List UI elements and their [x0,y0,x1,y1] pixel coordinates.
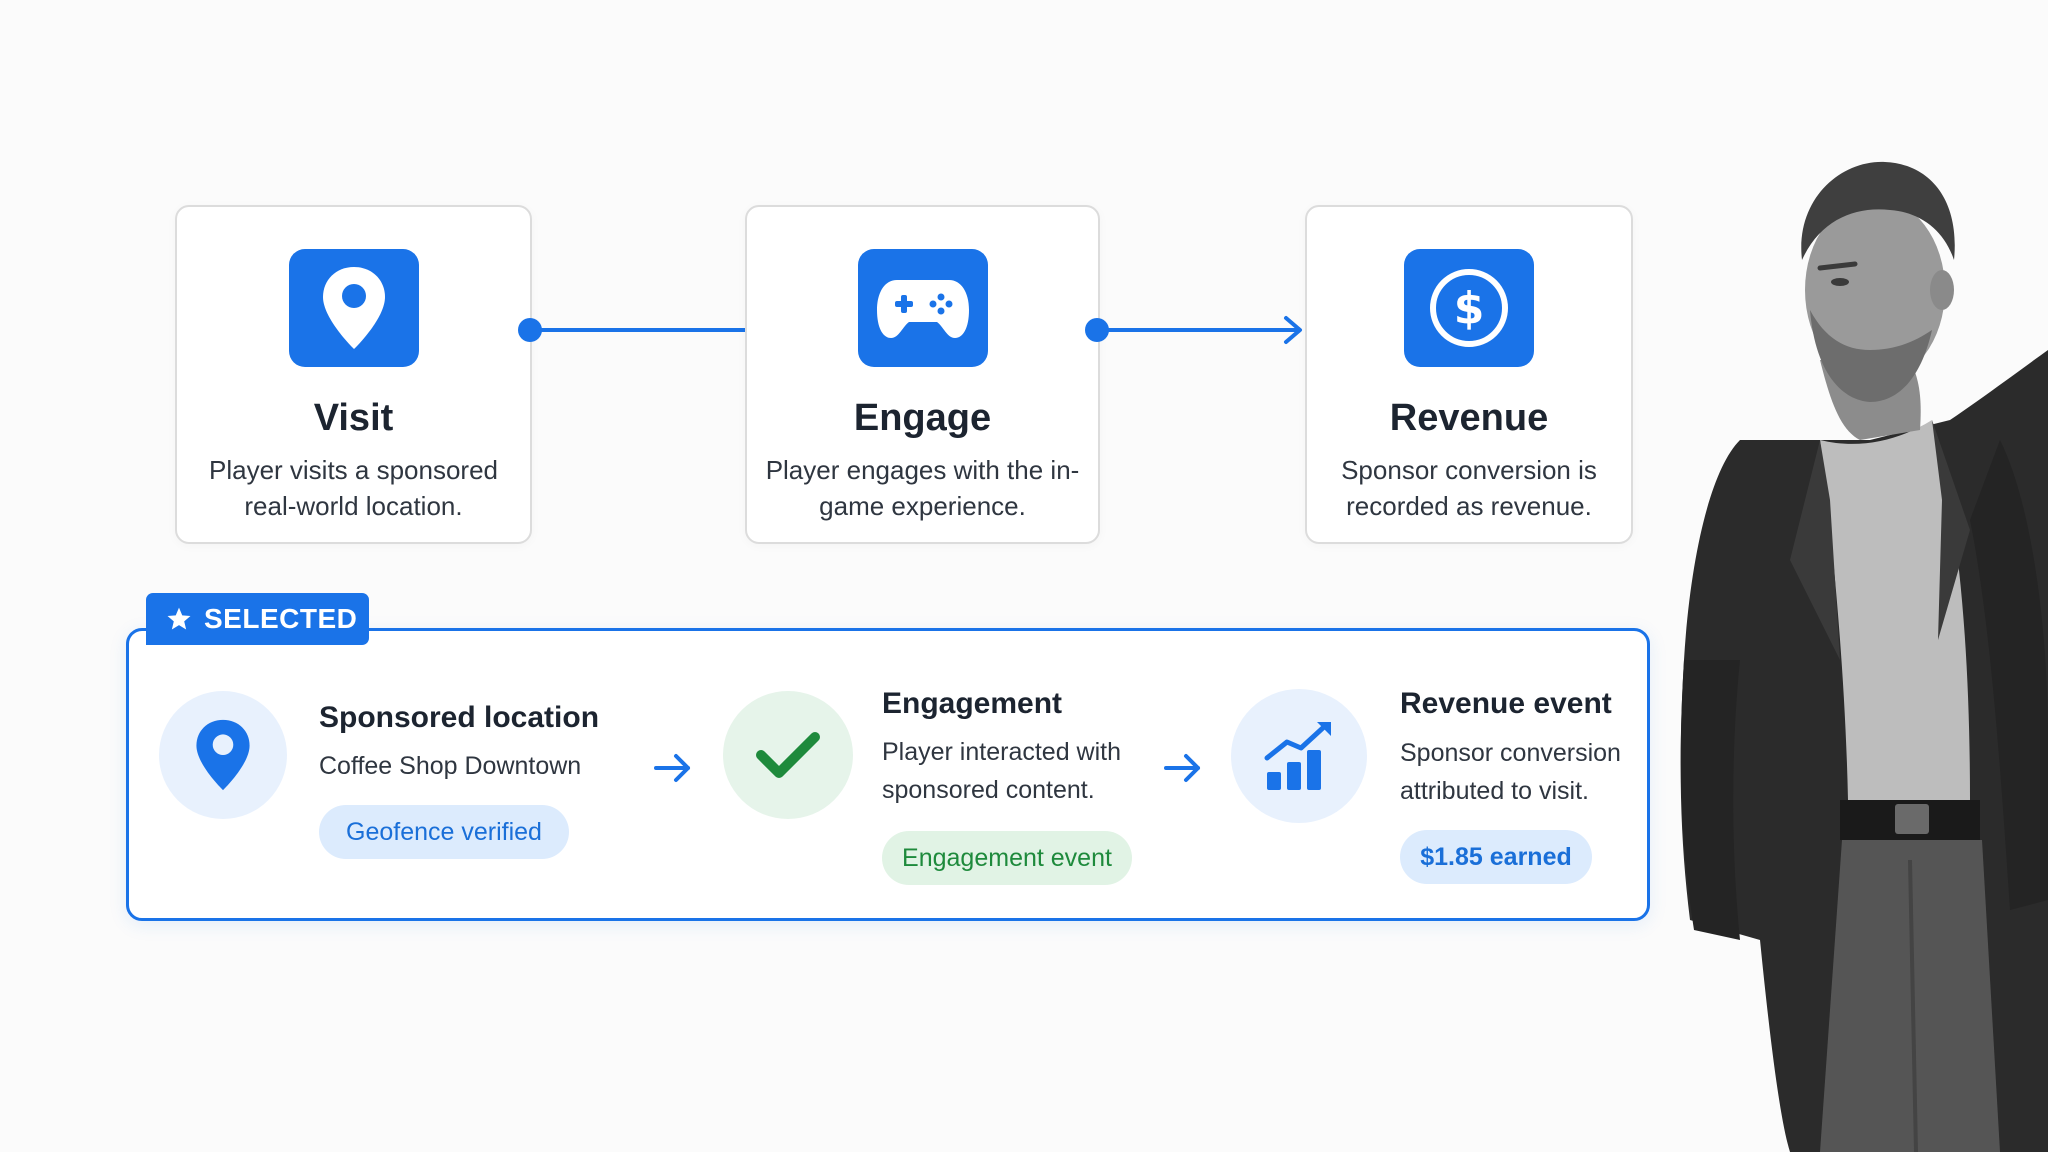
svg-text:$: $ [1454,283,1485,334]
person-photo [1680,161,2048,1152]
card-title: Engage [853,397,992,439]
location-pin-icon [159,691,287,819]
card-engage: Engage Player engages with the in-game e… [745,205,1100,544]
bar-chart-trend-icon [1231,689,1367,823]
location-pin-icon [288,249,419,367]
checkmark-icon [723,691,853,819]
selected-label: SELECTED [204,603,358,634]
status-badge: Geofence verified [319,805,569,859]
dollar-icon: $ [1404,249,1534,367]
card-description: Player engages with the in-game experien… [765,455,1080,521]
card-visit: Visit Player visits a sponsored real-wor… [175,205,532,544]
arrow-right-icon [1164,754,1200,782]
card-title: Visit [313,397,394,439]
step-title: Revenue event [1400,687,1612,720]
card-title: Revenue [1389,397,1549,439]
step-title: Sponsored location [319,701,600,734]
card-description: Sponsor conversion is recorded as revenu… [1341,455,1597,521]
gamepad-icon [857,249,988,367]
step-text: Coffee Shop Downtown [319,752,582,780]
star-icon [167,607,191,630]
status-badge: Engagement event [882,831,1132,885]
step-text: Sponsor conversion attributed to visit. [1400,739,1621,805]
selected-tag: SELECTED [146,593,369,645]
step-text: Player interacted with sponsored content… [882,738,1122,804]
status-badge: $1.85 earned [1400,830,1592,884]
card-revenue: $ Revenue Sponsor conversion is recorded… [1305,205,1633,544]
flow-connector-arrow [1085,316,1302,344]
card-description: Player visits a sponsored real-world loc… [208,455,499,521]
selected-panel: Sponsored location Coffee Shop Downtown … [126,628,1650,921]
step-title: Engagement [882,687,1063,720]
arrow-right-icon [654,754,690,782]
